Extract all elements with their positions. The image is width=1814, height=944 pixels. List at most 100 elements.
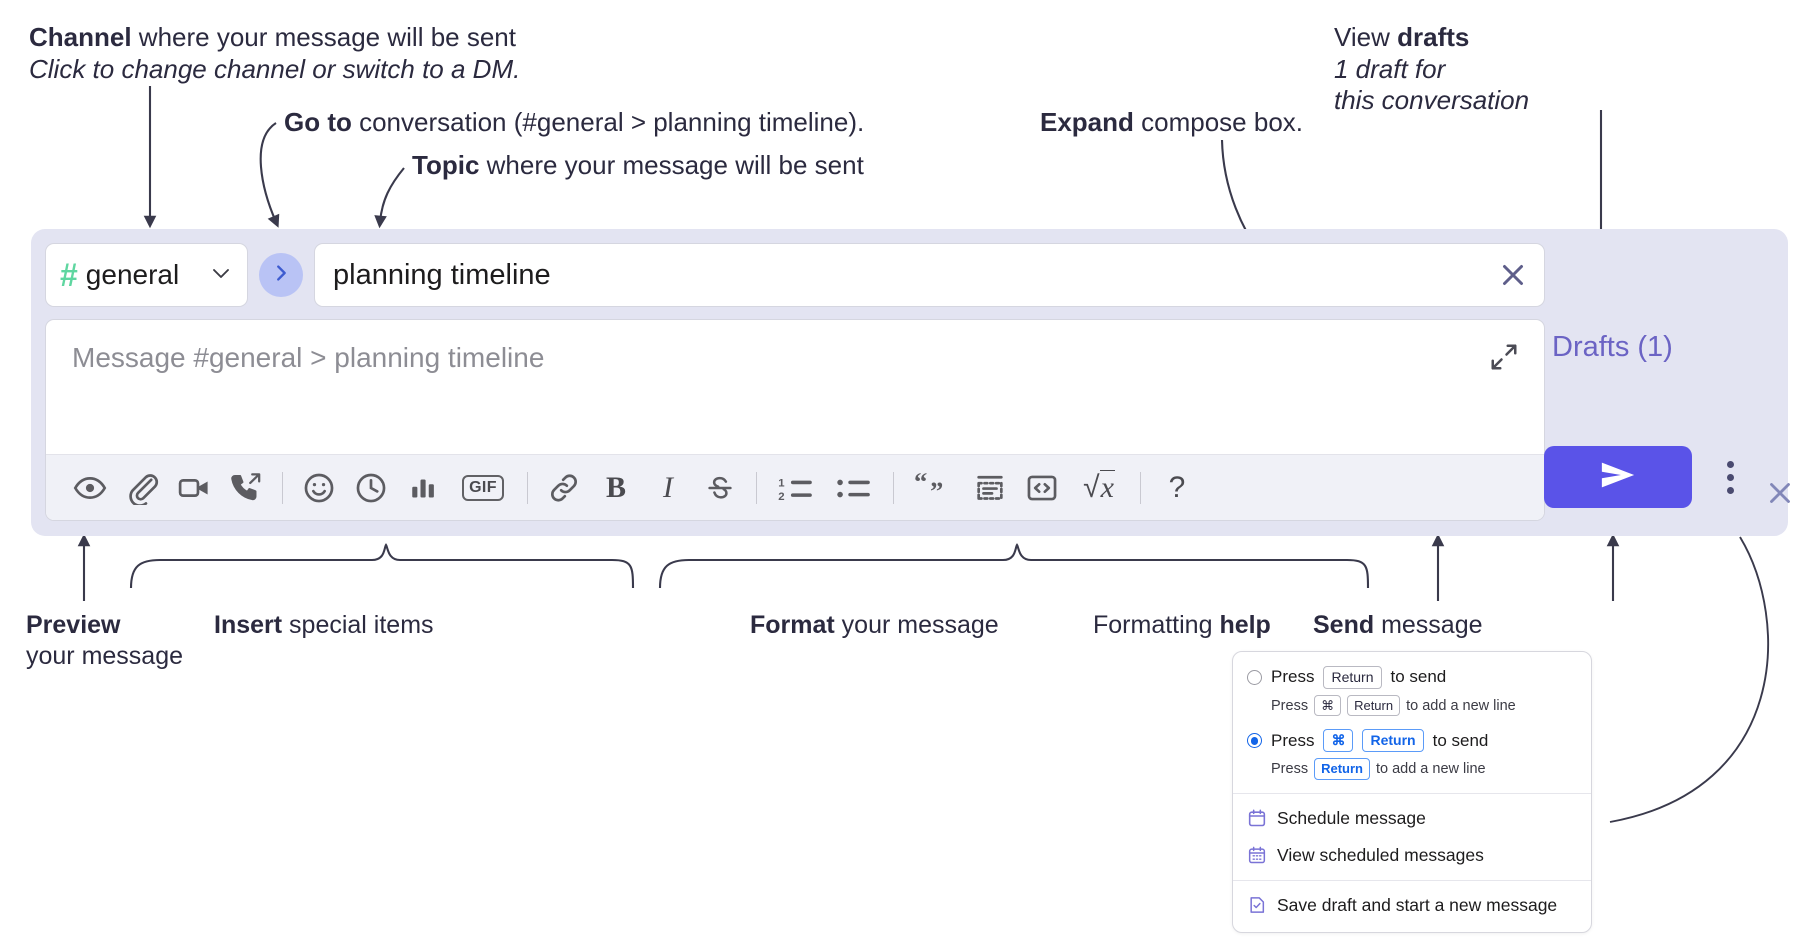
svg-text:”: ” bbox=[930, 476, 943, 505]
send-button[interactable] bbox=[1544, 446, 1692, 508]
annotation-format-rest: your message bbox=[834, 611, 999, 639]
annotation-drafts-italic1: 1 draft for bbox=[1334, 53, 1446, 84]
menu-item-schedule-message[interactable]: Schedule message bbox=[1233, 800, 1591, 837]
drafts-panel bbox=[1561, 458, 1814, 765]
close-icon[interactable] bbox=[1763, 476, 1797, 515]
annotation-help-plain: Formatting bbox=[1093, 611, 1220, 639]
annotation-insert-rest: special items bbox=[282, 611, 434, 639]
paperclip-icon[interactable] bbox=[116, 462, 168, 514]
preview-icon[interactable] bbox=[64, 462, 116, 514]
annotation-expand-rest: compose box. bbox=[1133, 107, 1304, 137]
menu-item-label: View scheduled messages bbox=[1277, 844, 1484, 865]
clock-icon[interactable] bbox=[345, 462, 397, 514]
strikethrough-icon[interactable] bbox=[694, 462, 746, 514]
kebab-dot bbox=[1726, 460, 1734, 468]
option1-pre: Press bbox=[1271, 667, 1315, 687]
phone-forward-icon[interactable] bbox=[220, 462, 272, 514]
radio-icon bbox=[1247, 669, 1262, 685]
option2-sub-post: to add a new line bbox=[1375, 761, 1486, 778]
option2-post: to send bbox=[1432, 730, 1489, 750]
compose-header-row: # general planning timeline bbox=[45, 243, 1545, 307]
gif-label: GIF bbox=[462, 474, 504, 501]
blockquote-icon[interactable]: “ ” bbox=[904, 462, 964, 514]
link-icon[interactable] bbox=[538, 462, 590, 514]
annotation-preview: Preview your message bbox=[26, 610, 183, 671]
toolbar-separator bbox=[1140, 471, 1141, 504]
compose-options-menu: Press Return to send Press ⌘ Return to a… bbox=[1232, 651, 1592, 933]
option1-key: Return bbox=[1323, 666, 1382, 689]
toolbar-separator bbox=[527, 471, 528, 504]
math-icon[interactable]: √x bbox=[1068, 462, 1130, 514]
annotation-topic-rest: where your message will be sent bbox=[479, 150, 864, 180]
channel-selector[interactable]: # general bbox=[45, 243, 248, 307]
message-compose-box: Message #general > planning timeline bbox=[45, 319, 1545, 521]
annotation-channel-rest: where your message will be sent bbox=[131, 22, 516, 52]
annotation-format: Format your message bbox=[750, 610, 999, 641]
send-paper-plane-icon bbox=[1596, 457, 1640, 498]
option1-subtext: Press ⌘ Return to add a new line bbox=[1233, 692, 1591, 720]
annotation-format-bold: Format bbox=[750, 611, 835, 639]
option2-subtext: Press Return to add a new line bbox=[1233, 755, 1591, 783]
message-input[interactable]: Message #general > planning timeline bbox=[46, 320, 1544, 454]
toolbar-separator bbox=[282, 471, 283, 504]
bold-icon[interactable]: B bbox=[605, 470, 626, 504]
annotation-expand-bold: Expand bbox=[1040, 107, 1134, 137]
italic-icon[interactable]: I bbox=[663, 470, 673, 504]
radio-icon-selected bbox=[1247, 733, 1262, 749]
option2-sub-key: Return bbox=[1314, 758, 1370, 780]
menu-item-view-scheduled-messages[interactable]: View scheduled messages bbox=[1233, 837, 1591, 874]
poll-bar-chart-icon[interactable] bbox=[397, 462, 449, 514]
drafts-link[interactable]: Drafts (1) bbox=[1552, 331, 1673, 363]
leader-goto bbox=[259, 122, 280, 228]
option2-key2: Return bbox=[1362, 729, 1424, 753]
annotation-drafts: View drafts 1 draft for this conversatio… bbox=[1334, 22, 1529, 117]
option1-sub-key2: Return bbox=[1347, 694, 1401, 717]
goto-conversation-button[interactable] bbox=[259, 253, 303, 297]
help-label: ? bbox=[1168, 470, 1186, 504]
option2-sub-pre: Press bbox=[1271, 761, 1309, 778]
math-label: √x bbox=[1083, 469, 1115, 504]
svg-text:“: “ bbox=[914, 471, 927, 497]
code-block-icon[interactable] bbox=[964, 462, 1016, 514]
emoji-icon[interactable] bbox=[293, 462, 345, 514]
menu-item-save-draft[interactable]: Save draft and start a new message bbox=[1233, 887, 1591, 924]
kebab-vertical-icon[interactable] bbox=[1715, 452, 1745, 502]
chevron-down-icon bbox=[209, 261, 233, 290]
annotation-insert: Insert special items bbox=[214, 610, 434, 641]
topic-input[interactable]: planning timeline bbox=[314, 243, 1545, 307]
bulleted-list-icon[interactable] bbox=[825, 462, 883, 514]
topic-value: planning timeline bbox=[333, 258, 551, 291]
annotation-expand: Expand compose box. bbox=[1040, 107, 1303, 139]
message-placeholder: Message #general > planning timeline bbox=[72, 342, 545, 373]
ordered-list-icon[interactable]: 1 2 bbox=[767, 462, 825, 514]
menu-item-label: Save draft and start a new message bbox=[1277, 894, 1558, 915]
menu-divider bbox=[1233, 792, 1591, 794]
radio-option-return-to-send[interactable]: Press Return to send bbox=[1233, 663, 1591, 692]
video-camera-icon[interactable] bbox=[168, 462, 220, 514]
annotation-goto-bold: Go to bbox=[284, 107, 352, 137]
close-icon[interactable] bbox=[1496, 258, 1530, 292]
chevron-right-icon bbox=[270, 262, 292, 289]
kebab-dot bbox=[1726, 473, 1734, 481]
option1-sub-pre: Press bbox=[1271, 697, 1309, 714]
send-shortcut-options: Press Return to send Press ⌘ Return to a… bbox=[1233, 652, 1591, 793]
inline-code-icon[interactable] bbox=[1016, 462, 1068, 514]
help-question-icon[interactable]: ? bbox=[1151, 462, 1203, 514]
annotation-send-rest: message bbox=[1374, 611, 1483, 639]
annotation-channel-bold: Channel bbox=[29, 22, 132, 52]
annotation-insert-bold: Insert bbox=[214, 611, 283, 639]
annotation-drafts-plain: View bbox=[1334, 22, 1398, 52]
menu-item-label: Schedule message bbox=[1277, 807, 1426, 828]
annotation-send: Send message bbox=[1313, 610, 1483, 641]
gif-icon[interactable]: GIF bbox=[449, 462, 517, 514]
compose-widget: # general planning timeline bbox=[31, 229, 1790, 536]
annotation-channel-italic: Click to change channel or switch to a D… bbox=[29, 53, 521, 84]
option1-sub-post: to add a new line bbox=[1406, 697, 1516, 714]
leader-topic bbox=[374, 167, 405, 229]
kebab-dot bbox=[1726, 486, 1734, 494]
annotation-drafts-italic2: this conversation bbox=[1334, 85, 1530, 116]
expand-diagonal-icon[interactable] bbox=[1489, 342, 1519, 377]
radio-option-cmd-return-to-send[interactable]: Press ⌘ Return to send bbox=[1233, 726, 1591, 755]
hash-icon: # bbox=[60, 257, 78, 293]
